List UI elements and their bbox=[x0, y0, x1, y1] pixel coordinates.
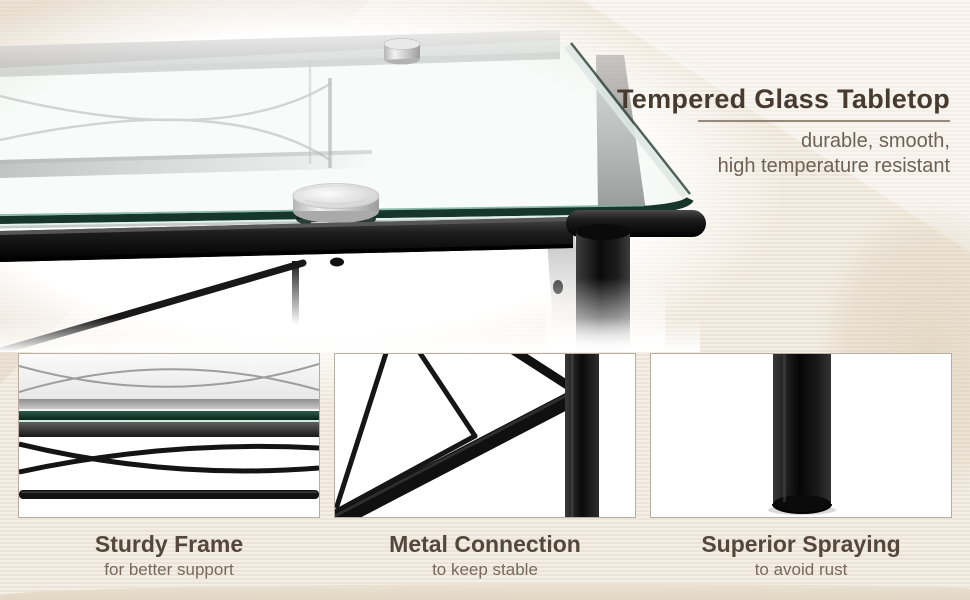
metal-connection-image bbox=[334, 353, 636, 518]
sturdy-frame-image bbox=[18, 353, 320, 518]
feature-title: Sturdy Frame bbox=[94, 531, 244, 557]
feature-card-sturdy-frame: Sturdy Frame for better support bbox=[18, 353, 320, 580]
feature-card-superior-spraying: Superior Spraying to avoid rust bbox=[650, 353, 952, 580]
bottom-band bbox=[0, 584, 970, 600]
page-title: Tempered Glass Tabletop bbox=[617, 84, 950, 114]
hero-subtitle-line2: high temperature resistant bbox=[717, 155, 950, 177]
feature-subtitle: to keep stable bbox=[432, 560, 538, 579]
hero-subtitle-line1: durable, smooth, bbox=[801, 130, 950, 152]
glass-table-photo bbox=[0, 30, 706, 352]
feature-card-metal-connection: Metal Connection to keep stable bbox=[334, 353, 636, 580]
hero-text-block: Tempered Glass Tabletop durable, smooth,… bbox=[617, 84, 950, 179]
superior-spraying-image bbox=[650, 353, 952, 518]
feature-title: Superior Spraying bbox=[701, 531, 901, 557]
feature-subtitle: to avoid rust bbox=[754, 560, 848, 579]
title-underline bbox=[698, 120, 950, 122]
feature-title: Metal Connection bbox=[389, 531, 581, 557]
feature-subtitle: for better support bbox=[104, 560, 234, 579]
feature-panels: Sturdy Frame for better support bbox=[0, 353, 970, 580]
